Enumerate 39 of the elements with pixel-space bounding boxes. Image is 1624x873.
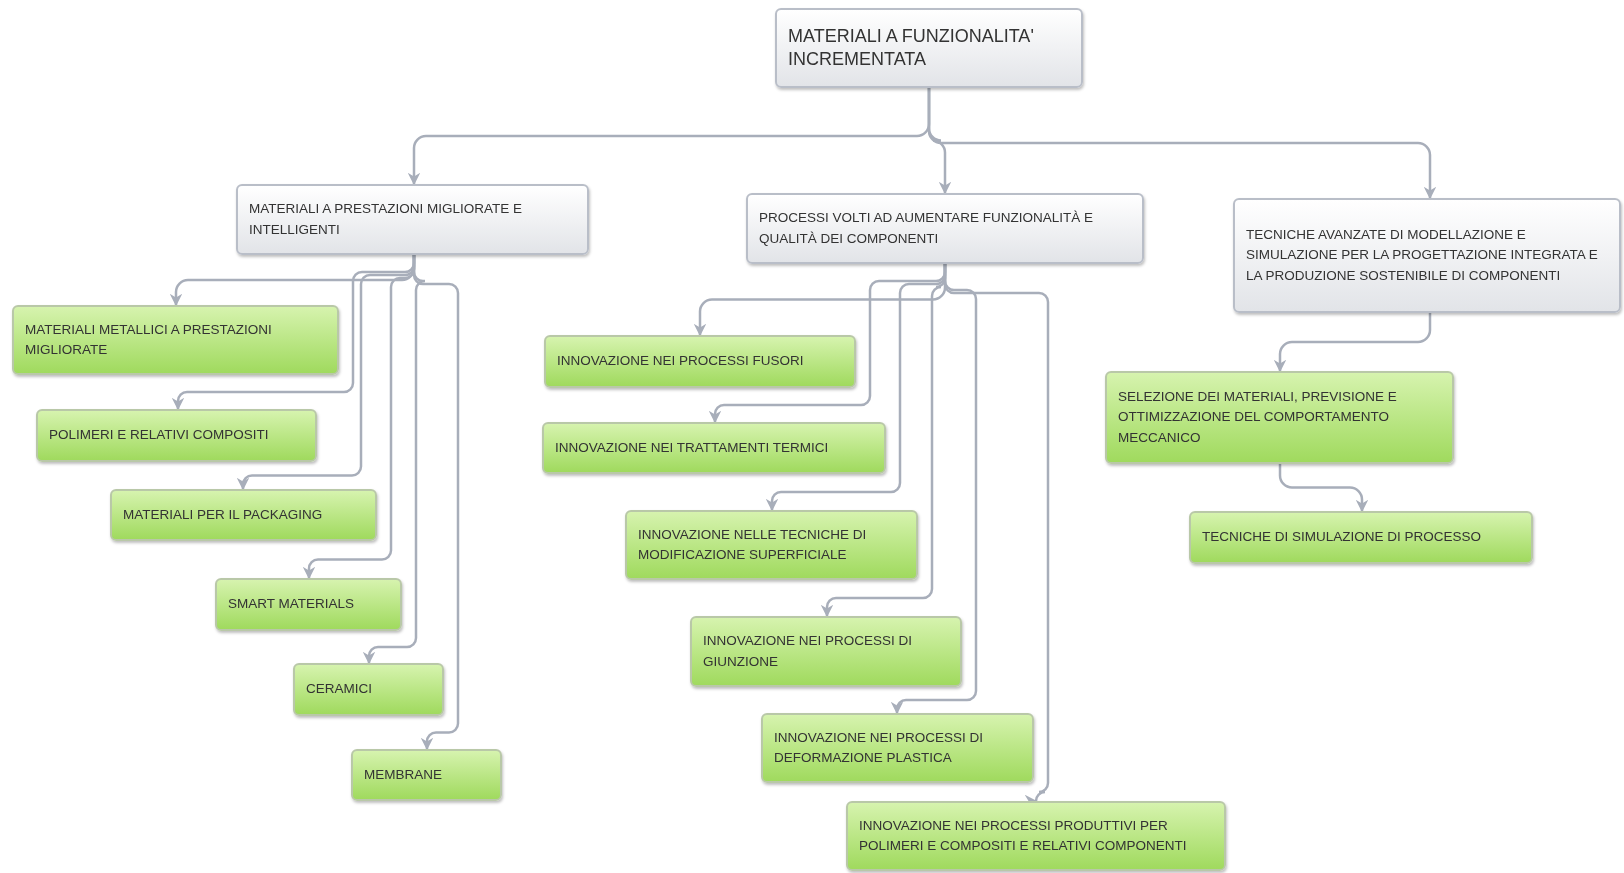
node-label: TECNICHE AVANZATE DI MODELLAZIONE E SIMULAZIONE PER LA PROGETTAZIONE INTEGRATA E LA PRODUZIONE SOSTENIBILE DI COMPONENTI (1246, 226, 1599, 285)
category-box (746, 193, 1144, 264)
node-label: MATERIALI METALLICI A PRESTAZIONI MIGLIORATE (25, 320, 273, 359)
topic-box (36, 409, 317, 462)
arrow (1278, 464, 1369, 513)
topic-box (544, 335, 856, 388)
topic-box (293, 663, 444, 716)
topic-box (351, 749, 502, 801)
topic-box (1105, 371, 1454, 464)
category-box (1233, 198, 1621, 313)
topic-box (846, 801, 1226, 871)
category-box (236, 184, 589, 255)
node-label: MATERIALI A FUNZIONALITA' INCREMENTATA (788, 24, 1035, 71)
node-label: INNOVAZIONE NEI PROCESSI DI DEFORMAZIONE PLASTICA (774, 728, 985, 767)
node-label: MATERIALI A PRESTAZIONI MIGLIORATE E INTELLIGENTI (249, 200, 524, 239)
node-label: INNOVAZIONE NEI PROCESSI DI GIUNZIONE (703, 632, 914, 671)
node-label: INNOVAZIONE NEI TRATTAMENTI TERMICI (555, 438, 829, 457)
topic-box (542, 422, 886, 474)
node-label: INNOVAZIONE NELLE TECNICHE DI MODIFICAZIONE SUPERFICIALE (638, 525, 868, 564)
topic-box (215, 578, 402, 631)
node-label: PROCESSI VOLTI AD AUMENTARE FUNZIONALITÀ E QUALITÀ DEI COMPONENTI (759, 209, 1095, 248)
node-label: CERAMICI (306, 680, 372, 699)
category-box (775, 8, 1083, 88)
topic-box (1189, 511, 1533, 564)
topic-box (12, 305, 339, 375)
topic-box (761, 713, 1034, 783)
node-label: TECNICHE DI SIMULAZIONE DI PROCESSO (1202, 528, 1482, 547)
node-label: SELEZIONE DEI MATERIALI, PREVISIONE E OTTIMIZZAZIONE DEL COMPORTAMENTO MECCANICO (1118, 388, 1398, 447)
topic-box (625, 510, 918, 580)
topic-box (110, 489, 377, 541)
arrow (1273, 313, 1432, 373)
node-label: SMART MATERIALS (228, 595, 355, 614)
node-label: MEMBRANE (364, 765, 442, 784)
node-label: MATERIALI PER IL PACKAGING (123, 505, 323, 524)
node-label: INNOVAZIONE NEI PROCESSI FUSORI (557, 352, 804, 371)
node-label: INNOVAZIONE NEI PROCESSI PRODUTTIVI PER POLIMERI E COMPOSITI E RELATIVI COMPONENTI (859, 816, 1188, 855)
arrow (927, 88, 1437, 200)
node-label: POLIMERI E RELATIVI COMPOSITI (49, 426, 269, 445)
topic-box (690, 616, 962, 687)
